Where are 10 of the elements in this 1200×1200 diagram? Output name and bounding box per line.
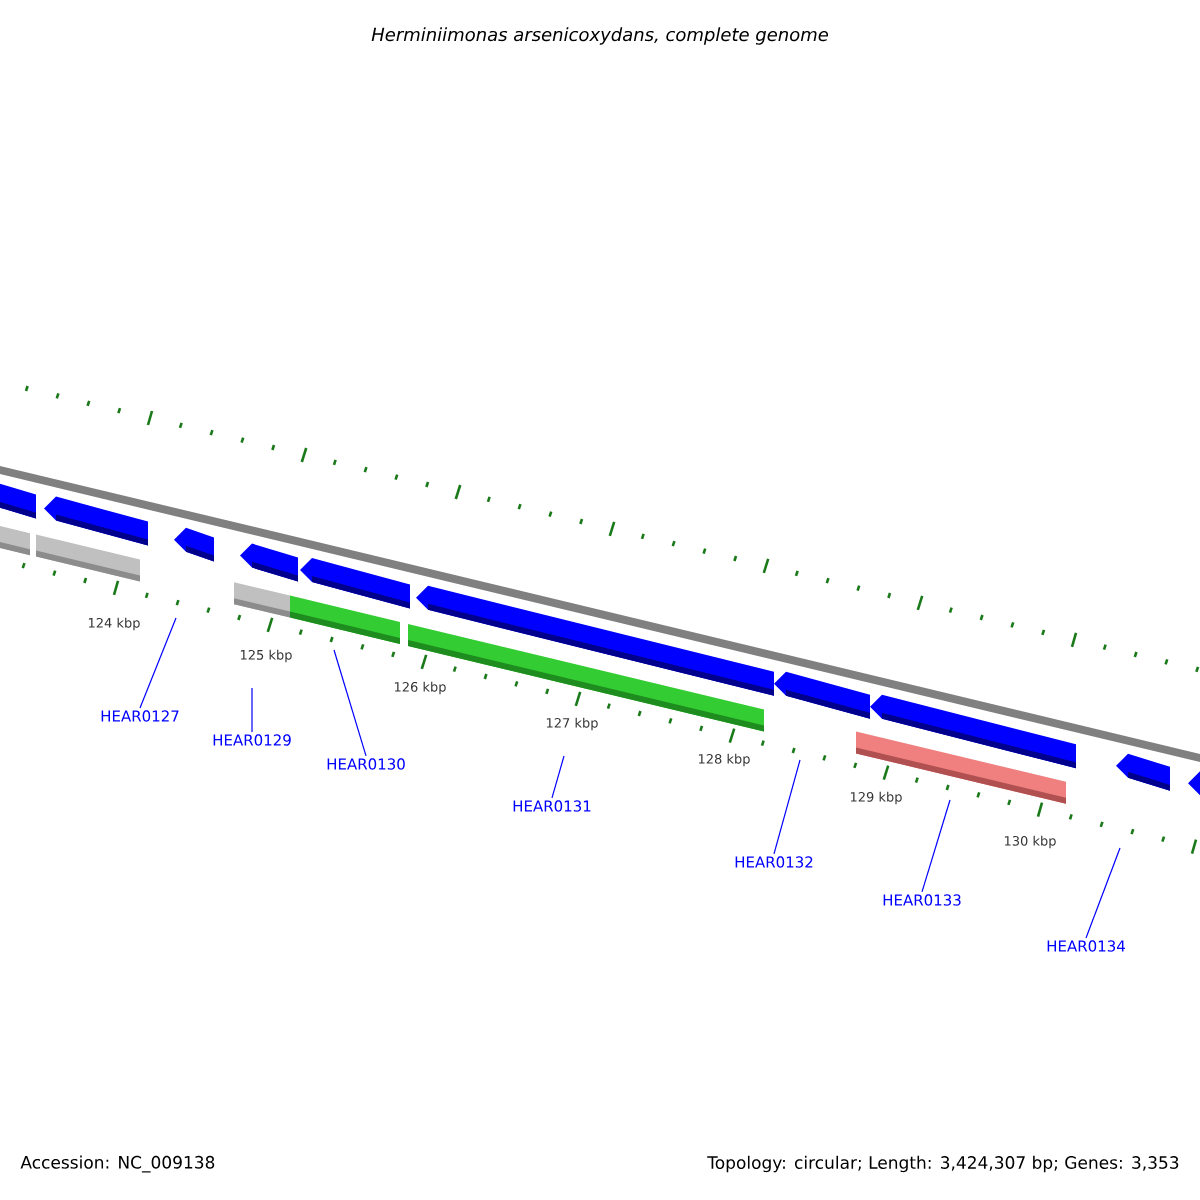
leader-line	[333, 649, 367, 757]
title: Herminiimonas arsenicoxydans, complete genome	[371, 27, 829, 45]
accession-text: Accession: NC_009138	[20, 1155, 215, 1173]
leader-line	[251, 687, 253, 733]
leader-line	[773, 759, 801, 855]
leader-line	[551, 755, 565, 799]
leader-line	[1085, 847, 1121, 939]
leader-line	[921, 799, 951, 893]
leader-line	[139, 617, 177, 709]
genome-info-text: Topology: circular; Length: 3,424,307 bp; Genes: 3,353	[707, 1155, 1179, 1173]
